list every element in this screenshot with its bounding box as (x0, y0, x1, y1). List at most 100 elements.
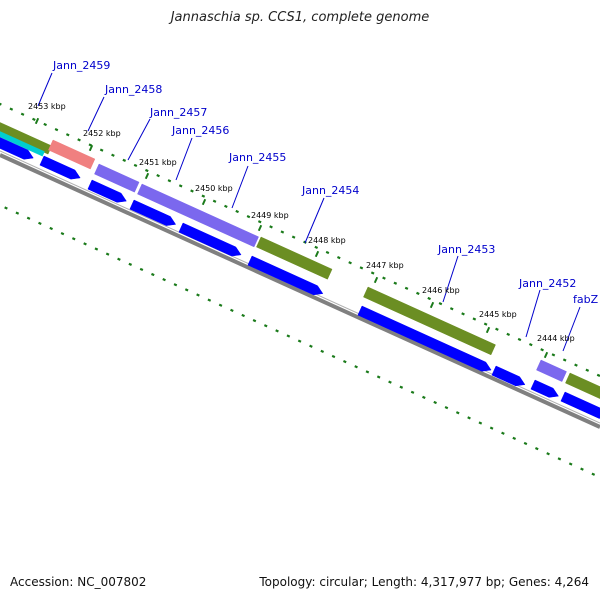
tick-mark (201, 194, 206, 198)
tick-mark (252, 319, 257, 323)
tick-mark (591, 472, 596, 476)
tick-mark (94, 247, 99, 251)
tick-mark (111, 153, 115, 157)
kbp-label: 2447 kbp (366, 261, 404, 270)
feature-segment[interactable] (256, 236, 333, 280)
major-tick (314, 250, 320, 258)
cds-arrow[interactable] (357, 305, 492, 372)
gene-label-jann-2454[interactable]: Jann_2454 (301, 184, 359, 244)
gene-label-jann-2452[interactable]: Jann_2452 (518, 277, 576, 338)
svg-text:Jann_2452: Jann_2452 (518, 277, 576, 290)
tick-mark (156, 174, 160, 178)
tick-mark (77, 138, 81, 142)
tick-mark (585, 368, 590, 372)
major-tick (373, 276, 379, 284)
feature-segment[interactable] (48, 139, 96, 170)
tick-mark (359, 266, 364, 270)
svg-text:Jann_2454: Jann_2454 (301, 184, 359, 197)
gene-label-layer: Jann_2459 Jann_2458 Jann_2457 Jann_2456 … (37, 59, 599, 352)
gene-label-jann-2453[interactable]: Jann_2453 (437, 243, 495, 303)
tick-mark (26, 216, 31, 220)
tick-mark (388, 380, 392, 384)
tick-mark (438, 302, 443, 306)
tick-mark (65, 133, 70, 137)
gene-label-jann-2456[interactable]: Jann_2456 (171, 124, 229, 181)
tick-mark (444, 406, 449, 410)
tick-mark (393, 281, 398, 285)
kbp-label: 2453 kbp (28, 102, 66, 111)
tick-mark (325, 250, 330, 255)
gene-label-jann-2458[interactable]: Jann_2458 (87, 83, 162, 132)
tick-mark (133, 163, 138, 168)
feature-segment[interactable] (363, 286, 496, 356)
tick-mark (269, 225, 273, 229)
gene-label-jann-2459[interactable]: Jann_2459 (37, 59, 110, 107)
cds-arrow[interactable] (0, 132, 34, 160)
svg-text:Jann_2457: Jann_2457 (149, 106, 207, 119)
tick-mark (280, 230, 285, 234)
tick-mark (501, 431, 505, 435)
cds-arrow[interactable] (129, 199, 177, 226)
tick-mark (9, 107, 14, 111)
tick-mark (404, 286, 409, 290)
feature-segment[interactable] (137, 183, 259, 248)
gene-label-jann-2455[interactable]: Jann_2455 (228, 151, 286, 209)
tick-mark (523, 441, 528, 446)
tick-mark (348, 261, 352, 265)
tick-mark (246, 215, 251, 219)
tick-mark (224, 204, 228, 209)
cds-arrow[interactable] (560, 391, 600, 419)
cds-arrow[interactable] (178, 222, 242, 257)
major-tick (257, 224, 263, 232)
tick-mark (422, 395, 426, 400)
kbp-label-layer: 2453 kbp 2452 kbp 2451 kbp 2450 kbp 2449… (28, 102, 575, 343)
gene-label-jann-2457[interactable]: Jann_2457 (127, 106, 207, 161)
cds-arrow[interactable] (491, 365, 526, 387)
tick-mark (167, 179, 172, 183)
feature-segment[interactable] (94, 163, 140, 193)
svg-text:fabZ: fabZ (573, 293, 599, 306)
cds-arrow[interactable] (530, 379, 559, 398)
cds-track (0, 132, 600, 419)
major-tick (88, 144, 94, 152)
tick-mark (506, 332, 511, 337)
tick-mark (275, 329, 279, 333)
inner-tick-track (4, 206, 596, 476)
kbp-label: 2448 kbp (308, 236, 346, 245)
tick-mark (342, 359, 347, 364)
tick-mark (455, 411, 460, 415)
gene-label-fabz[interactable]: fabZ (562, 293, 599, 352)
tick-mark (60, 231, 65, 236)
cds-arrow[interactable] (87, 179, 127, 203)
cds-arrow[interactable] (247, 255, 324, 296)
tick-mark (596, 373, 600, 377)
feature-segment[interactable] (565, 372, 600, 400)
tick-mark (212, 199, 217, 203)
tick-mark (15, 211, 20, 215)
accession-text: Accession: NC_007802 (10, 575, 147, 589)
feature-segment[interactable] (536, 359, 567, 382)
cds-arrow[interactable] (39, 155, 81, 180)
tick-mark (297, 339, 302, 343)
major-tick (34, 117, 40, 125)
major-tick (144, 172, 150, 180)
tick-mark (43, 122, 47, 127)
tick-mark (472, 317, 477, 321)
tick-mark (218, 303, 223, 307)
kbp-label: 2446 kbp (422, 286, 460, 295)
tick-mark (320, 349, 325, 353)
tick-mark (399, 385, 404, 389)
genome-summary-text: Topology: circular; Length: 4,317,977 bp… (259, 575, 589, 589)
tick-mark (83, 242, 87, 246)
tick-mark (449, 307, 454, 311)
feature-segment[interactable] (0, 126, 45, 157)
feature-track (0, 117, 600, 400)
tick-mark (173, 283, 178, 287)
feature-segment[interactable] (0, 117, 53, 155)
tick-mark (483, 322, 488, 326)
tick-mark (467, 416, 471, 420)
tick-mark (416, 291, 420, 296)
map-title: Jannaschia sp. CCS1, complete genome (170, 10, 430, 25)
tick-mark (489, 426, 494, 430)
